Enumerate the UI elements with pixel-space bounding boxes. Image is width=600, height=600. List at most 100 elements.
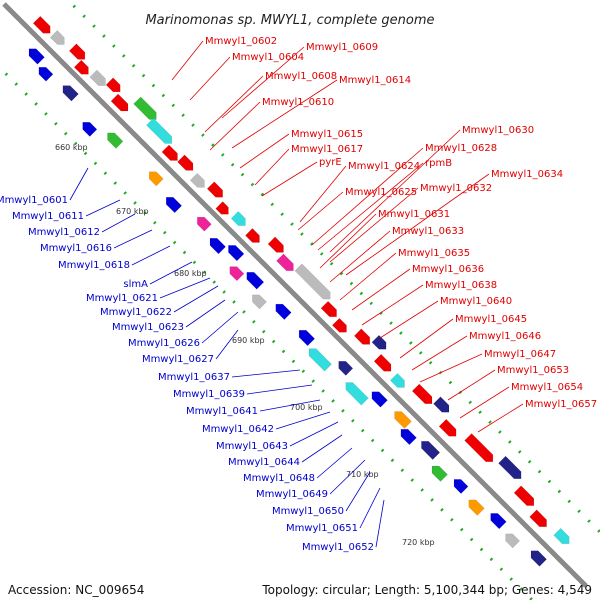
kbp-tick-label: 690 kbp (232, 336, 265, 345)
reverse-label-leader (215, 329, 239, 360)
gene-feature (371, 334, 387, 350)
reverse-gene-label: Mmwyl1_0652 (302, 542, 374, 553)
reverse-label-leader (375, 499, 385, 548)
gene-feature (146, 117, 173, 144)
forward-label-leader (231, 79, 338, 149)
gene-feature (373, 353, 392, 372)
gene-feature (246, 271, 265, 290)
forward-label-leader (297, 191, 344, 231)
genome-backbone (2, 2, 588, 588)
forward-label-leader (171, 40, 204, 81)
forward-gene-label: Mmwyl1_0633 (392, 226, 464, 237)
reverse-label-leader (345, 471, 371, 512)
reverse-label-leader (275, 411, 331, 430)
forward-label-leader (254, 148, 290, 186)
gene-feature (110, 93, 129, 112)
kbp-tick-label: 700 kbp (290, 403, 323, 412)
gene-feature (189, 172, 205, 188)
forward-gene-label: Mmwyl1_0654 (511, 382, 583, 393)
forward-gene-label: Mmwyl1_0630 (462, 125, 534, 136)
forward-gene-label: Mmwyl1_0602 (205, 36, 277, 47)
gene-feature (107, 132, 124, 149)
gene-feature (498, 455, 522, 479)
reverse-label-leader (231, 369, 301, 378)
gene-feature (331, 317, 347, 333)
forward-label-leader (189, 56, 231, 101)
forward-label-leader (339, 252, 397, 301)
forward-gene-label: pyrE (319, 157, 342, 168)
gene-feature (371, 391, 388, 408)
gene-feature (28, 48, 45, 65)
gene-feature (229, 266, 245, 282)
gene-feature (464, 433, 494, 462)
reverse-gene-label: slmA (123, 279, 148, 290)
reverse-gene-label: Mmwyl1_0644 (228, 457, 300, 468)
forward-label-leader (319, 213, 377, 269)
gene-feature (553, 527, 570, 545)
forward-gene-label: Mmwyl1_0610 (262, 97, 334, 108)
reverse-label-leader (329, 459, 366, 495)
gene-feature (353, 328, 371, 345)
reverse-gene-label: Mmwyl1_0639 (173, 389, 245, 400)
gene-feature (165, 197, 183, 214)
reverse-label-leader (301, 434, 343, 463)
reverse-label-leader (289, 421, 339, 447)
forward-gene-label: Mmwyl1_0615 (291, 129, 363, 140)
reverse-label-leader (173, 285, 219, 313)
gene-feature (177, 154, 194, 171)
forward-gene-label: Mmwyl1_0614 (339, 75, 411, 86)
gene-feature (228, 245, 245, 262)
reverse-gene-label: Mmwyl1_0623 (112, 322, 184, 333)
gene-feature (252, 294, 267, 310)
kbp-tick-label: 680 kbp (174, 269, 207, 278)
reverse-gene-label: Mmwyl1_0618 (58, 260, 130, 271)
gene-feature (209, 238, 226, 255)
gene-feature (389, 373, 405, 388)
reverse-label-leader (113, 229, 153, 249)
forward-gene-label: Mmwyl1_0645 (455, 314, 527, 325)
reverse-label-leader (131, 245, 171, 266)
gene-feature (431, 465, 448, 482)
label-leader-lines (69, 40, 524, 548)
reverse-label-leader (316, 447, 353, 479)
kbp-tick-label: 710 kbp (346, 470, 379, 479)
reverse-gene-label: Mmwyl1_0621 (86, 293, 158, 304)
gene-feature (276, 253, 294, 272)
reverse-gene-label: Mmwyl1_0651 (286, 523, 358, 534)
forward-gene-label: Mmwyl1_0631 (378, 209, 450, 220)
forward-gene-label: Mmwyl1_0628 (425, 143, 497, 154)
forward-label-leader (311, 147, 424, 246)
gene-feature (345, 382, 369, 406)
forward-gene-label: Mmwyl1_0646 (469, 331, 541, 342)
forward-gene-label: Mmwyl1_0632 (420, 183, 492, 194)
forward-gene-label: Mmwyl1_0647 (484, 349, 556, 360)
gene-feature (73, 59, 89, 75)
forward-gene-label: Mmwyl1_0604 (232, 52, 304, 63)
map-title: Marinomonas sp. MWYL1, complete genome (145, 13, 434, 28)
reverse-label-leader (69, 167, 89, 201)
gene-feature (275, 303, 292, 320)
gene-labels: Mmwyl1_0602Mmwyl1_0604Mmwyl1_0609Mmwyl1_… (0, 36, 597, 553)
forward-gene-label: Mmwyl1_0634 (491, 169, 563, 180)
forward-label-leader (477, 403, 524, 433)
accession-text: Accession: NC_009654 (8, 583, 145, 597)
forward-gene-label: Mmwyl1_0638 (425, 280, 497, 291)
kbp-tick-label: 660 kbp (55, 143, 88, 152)
gene-feature (161, 144, 178, 161)
forward-gene-label: Mmwyl1_0636 (412, 264, 484, 275)
gene-feature (206, 181, 223, 198)
gene-feature (32, 15, 51, 34)
reverse-gene-label: Mmwyl1_0622 (100, 307, 172, 318)
forward-label-leader (345, 173, 490, 276)
forward-gene-label: Mmwyl1_0635 (398, 248, 470, 259)
gene-feature (215, 201, 229, 215)
gene-feature (68, 43, 86, 60)
kbp-tick-label: 720 kbp (402, 538, 435, 547)
forward-label-leader (399, 318, 454, 359)
reverse-gene-label: Mmwyl1_0627 (142, 354, 214, 365)
reverse-gene-label: Mmwyl1_0641 (186, 406, 258, 417)
forward-label-leader (447, 369, 496, 401)
reverse-label-leader (359, 487, 381, 529)
reverse-label-leader (159, 277, 211, 299)
